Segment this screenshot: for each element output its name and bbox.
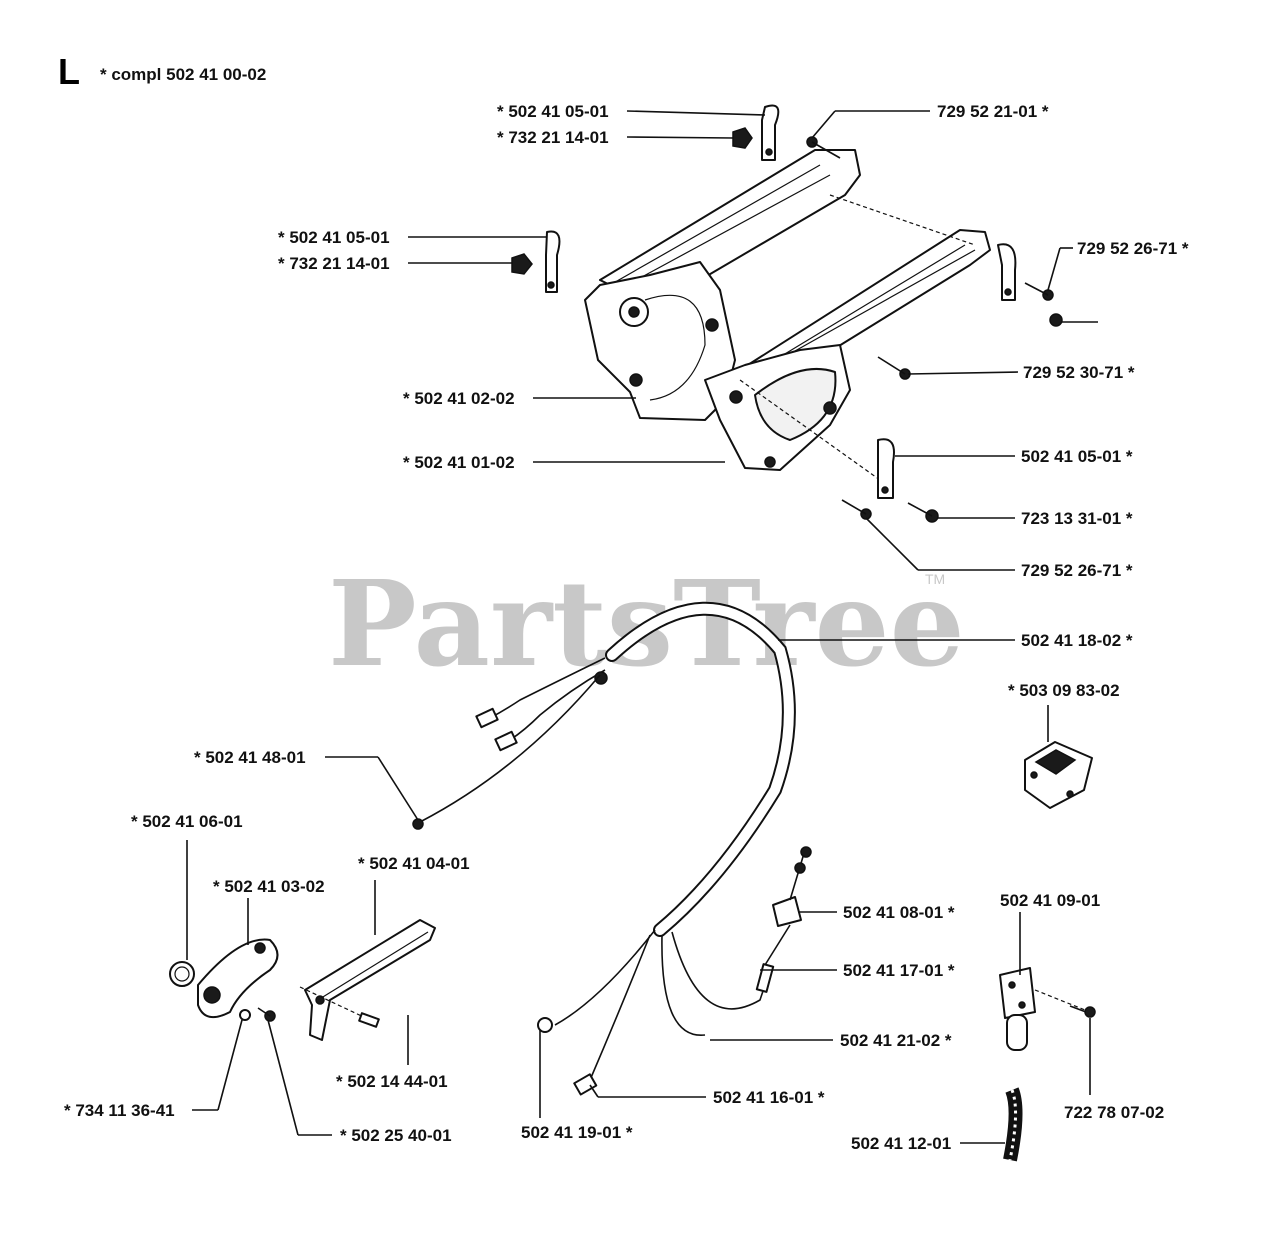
callout-502-41-48-01: * 502 41 48-01 [194,748,306,767]
leader-lines [186,110,1091,1144]
cable-adjuster [772,896,802,927]
watermark-trademark: TM [925,571,945,587]
upper-handle-assembly [511,104,1098,523]
complete-assembly-label: * compl 502 41 00-02 [100,65,266,84]
washer [239,1009,251,1021]
callout-502-41-05-01-top: * 502 41 05-01 [497,102,609,121]
callout-502-41-05-01-right: 502 41 05-01 * [1021,447,1133,466]
callout-502-14-44-01: * 502 14 44-01 [336,1072,448,1091]
callout-732-21-14-01-top: * 732 21 14-01 [497,128,609,147]
callout-502-41-17-01: 502 41 17-01 * [843,961,955,980]
pin [358,1012,380,1028]
handle-rail-right [739,229,991,371]
screw-right-lower [1049,313,1098,327]
terminal-lower [573,1073,598,1096]
clamp-left [545,230,561,293]
cable-sheath [607,603,794,935]
section-header: L * compl 502 41 00-02 [58,51,266,92]
mounting-plate [999,967,1036,1019]
callout-502-41-03-02: * 502 41 03-02 [213,877,325,896]
screw-top [806,136,841,159]
ground-wire-terminal [412,818,424,830]
callout-729-52-26-71-bottom: 729 52 26-71 * [1021,561,1133,580]
handle-bushing-group [999,967,1096,1162]
callout-729-52-21-01: 729 52 21-01 * [937,102,1049,121]
clamp-right [997,243,1017,301]
bushing [1006,1014,1028,1051]
callout-502-25-40-01: * 502 25 40-01 [340,1126,452,1145]
nut-top [732,127,753,149]
spring [169,961,195,987]
throttle-trigger [197,938,279,1019]
callout-502-41-18-02: 502 41 18-02 * [1021,631,1133,650]
nut-left [511,253,533,275]
cable-end-sleeve [755,963,775,993]
switch-rocker [1034,749,1077,775]
callout-729-52-30-71: 729 52 30-71 * [1023,363,1135,382]
callout-722-78-07-02: 722 78 07-02 [1064,1103,1164,1122]
callout-502-41-19-01: 502 41 19-01 * [521,1123,633,1142]
callout-502-41-09-01: 502 41 09-01 [1000,891,1100,910]
stop-switch [1024,741,1093,809]
callout-723-13-31-01: 723 13 31-01 * [1021,509,1133,528]
callout-729-52-26-71-top: 729 52 26-71 * [1077,239,1189,258]
callout-502-41-16-01: 502 41 16-01 * [713,1088,825,1107]
terminal-upper-a [475,707,499,729]
bushing-screw [1069,1005,1096,1018]
callout-734-11-36-41: * 734 11 36-41 [64,1101,175,1120]
coil-spring [1003,1087,1023,1162]
clamp-lower [877,438,895,499]
callout-502-41-21-02: 502 41 21-02 * [840,1031,952,1050]
screw-trigger [257,1007,276,1022]
callout-labels: * 502 41 05-01 * 732 21 14-01 729 52 21-… [64,102,1189,1153]
screw-middle [877,356,911,380]
cable-harness [412,601,812,1096]
callout-502-41-05-01-left: * 502 41 05-01 [278,228,390,247]
terminal-upper-b [494,730,518,752]
callout-502-41-02-02: * 502 41 02-02 [403,389,515,408]
callout-503-09-83-02: * 503 09 83-02 [1008,681,1120,700]
throttle-lever-group [169,919,436,1041]
callout-502-41-01-02: * 502 41 01-02 [403,453,515,472]
callout-502-41-06-01: * 502 41 06-01 [131,812,243,831]
callout-502-41-04-01: * 502 41 04-01 [358,854,470,873]
callout-732-21-14-01-left: * 732 21 14-01 [278,254,390,273]
section-letter: L [58,51,80,92]
screw-lower-a [907,502,939,523]
callout-502-41-12-01: 502 41 12-01 [851,1134,951,1153]
screw-lower-b [841,499,872,520]
terminal-lower-left [537,1017,553,1033]
lock-lever [304,919,436,1041]
clamp-top [761,104,780,161]
ground-wire [419,674,601,823]
callout-502-41-08-01: 502 41 08-01 * [843,903,955,922]
